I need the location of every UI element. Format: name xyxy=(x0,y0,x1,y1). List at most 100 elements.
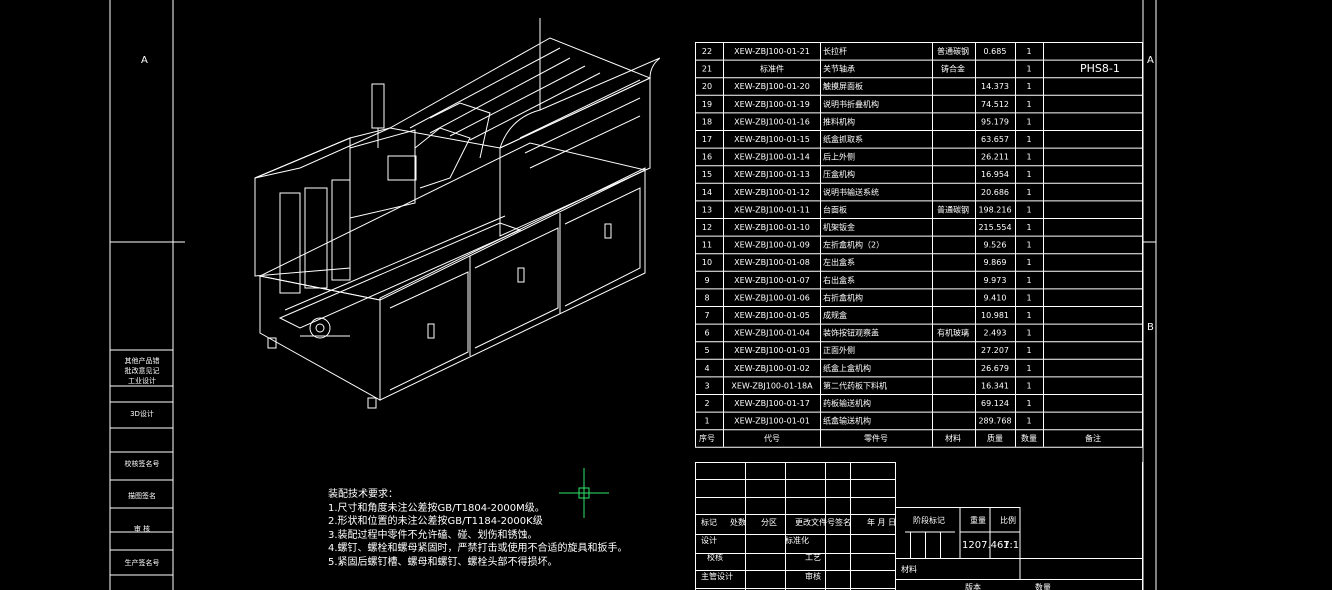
tech-requirement-item: 2.形状和位置的未注公差按GB/T1184-2000K级 xyxy=(328,516,543,527)
bom-row-qty: 1 xyxy=(1026,47,1031,56)
bom-row-mass: 69.124 xyxy=(981,399,1009,408)
bom-row-name: 药板输送机构 xyxy=(823,398,871,408)
bom-row-code: XEW-ZBJ100-01-14 xyxy=(734,153,810,162)
bom-row-qty: 1 xyxy=(1026,293,1031,302)
bom-row-name: 压盒机构 xyxy=(823,169,855,179)
bom-row-seq: 7 xyxy=(704,311,709,320)
bom-row-mass: 26.679 xyxy=(981,364,1009,373)
tech-requirement-item: 3.装配过程中零件不允许磕、碰、划伤和锈蚀。 xyxy=(328,529,538,541)
bom-row-code: XEW-ZBJ100-01-18A xyxy=(731,381,813,390)
bom-row-name: 右折盒机构 xyxy=(823,292,863,302)
bom-row-seq: 22 xyxy=(702,47,712,56)
bom-row-code: XEW-ZBJ100-01-05 xyxy=(734,311,810,320)
bom-row-name: 说明书折叠机构 xyxy=(823,99,879,109)
left-panel-item: 批改意见记 xyxy=(124,367,160,375)
title-design: 设计 xyxy=(701,535,717,545)
title-count: 处数 xyxy=(730,517,746,527)
bom-row-name: 说明书输送系统 xyxy=(823,187,879,197)
bom-row-seq: 8 xyxy=(704,293,709,302)
bom-header-material: 材料 xyxy=(945,433,961,443)
bom-row-name: 推料机构 xyxy=(823,116,855,126)
bom-row-qty: 1 xyxy=(1026,399,1031,408)
bom-row-code: XEW-ZBJ100-01-02 xyxy=(734,364,810,373)
bom-row-code: XEW-ZBJ100-01-08 xyxy=(734,258,810,267)
bom-row-name: 机架钣金 xyxy=(823,222,855,232)
title-check: 校核 xyxy=(707,552,723,562)
bom-row-seq: 16 xyxy=(702,153,712,162)
title-review: 审核 xyxy=(805,571,821,581)
bom-row-seq: 18 xyxy=(702,117,712,126)
bom-row-mass: 10.981 xyxy=(981,311,1009,320)
title-material: 材料 xyxy=(901,564,917,574)
bom-row-seq: 21 xyxy=(702,65,712,74)
bom-row-mass: 289.768 xyxy=(978,417,1011,426)
bom-row-code: XEW-ZBJ100-01-10 xyxy=(734,223,810,232)
title-standardize: 标准化 xyxy=(785,535,809,545)
left-panel-item: 描图签名 xyxy=(128,492,156,500)
left-panel-item: 其他产品错 xyxy=(124,357,160,365)
bom-row-code: XEW-ZBJ100-01-16 xyxy=(734,117,810,126)
left-panel-item: 审 核 xyxy=(133,525,151,533)
bom-row-mass: 63.657 xyxy=(981,135,1009,144)
bom-row-seq: 3 xyxy=(704,381,709,390)
bom-row-material: 铸合金 xyxy=(941,64,965,74)
bom-row-seq: 6 xyxy=(704,329,709,338)
bom-row-code: XEW-ZBJ100-01-19 xyxy=(734,100,810,109)
bom-row-name: 正面外侧 xyxy=(823,345,855,355)
tech-requirement-item: 1.尺寸和角度未注公差按GB/T1804-2000M级。 xyxy=(328,502,545,514)
bom-row-mass: 26.211 xyxy=(981,153,1009,162)
tech-requirement-item: 5.紧固后螺钉槽、螺母和螺钉、螺栓头部不得损坏。 xyxy=(328,556,558,568)
bom-header-remark: 备注 xyxy=(1085,433,1101,443)
bom-row-seq: 15 xyxy=(702,170,712,179)
bom-row-qty: 1 xyxy=(1026,100,1031,109)
bom-row-code: XEW-ZBJ100-01-20 xyxy=(734,82,810,91)
bom-row-name: 纸盒上盒机构 xyxy=(823,363,871,373)
bom-row-qty: 1 xyxy=(1026,346,1031,355)
bom-row-name: 纸盒抓取系 xyxy=(823,134,863,144)
drawing-code: PHS8-1 xyxy=(1080,62,1120,75)
bom-row-code: XEW-ZBJ100-01-21 xyxy=(734,47,810,56)
bom-row-name: 触摸屏面板 xyxy=(823,81,863,91)
bom-row-qty: 1 xyxy=(1026,276,1031,285)
bom-row-code: XEW-ZBJ100-01-03 xyxy=(734,346,810,355)
bom-row-qty: 1 xyxy=(1026,364,1031,373)
bom-row-name: 长拉杆 xyxy=(823,46,847,56)
title-stage-mark: 阶段标记 xyxy=(913,515,945,525)
title-sign: 签名 xyxy=(835,517,851,527)
bom-row-seq: 9 xyxy=(704,276,709,285)
bom-row-qty: 1 xyxy=(1026,117,1031,126)
zone-label-right-a: A xyxy=(1147,55,1154,66)
bom-row-qty: 1 xyxy=(1026,135,1031,144)
bom-header-code: 代号 xyxy=(764,433,780,443)
bom-row-qty: 1 xyxy=(1026,65,1031,74)
bom-row-mass: 0.685 xyxy=(984,47,1007,56)
machine-isometric-drawing xyxy=(254,18,660,409)
title-change-doc: 更改文件号 xyxy=(795,517,835,527)
bom-row-mass: 9.973 xyxy=(984,276,1007,285)
bom-row-seq: 1 xyxy=(704,417,709,426)
bom-row-seq: 10 xyxy=(702,258,712,267)
bom-row-mass: 95.179 xyxy=(981,117,1009,126)
bom-row-qty: 1 xyxy=(1026,329,1031,338)
title-chief: 主管设计 xyxy=(701,571,733,581)
bom-row-material: 普通碳钢 xyxy=(937,46,969,56)
bom-row-seq: 5 xyxy=(704,346,709,355)
bom-row-mass: 74.512 xyxy=(981,100,1009,109)
bom-header-mass: 质量 xyxy=(987,433,1003,443)
bom-row-mass: 14.373 xyxy=(981,82,1009,91)
bom-row-seq: 11 xyxy=(702,241,712,250)
bom-row-name: 右出盒系 xyxy=(823,275,855,285)
bom-row-code: XEW-ZBJ100-01-09 xyxy=(734,241,810,250)
tech-requirements-title: 装配技术要求： xyxy=(328,489,398,500)
left-panel-item: 工业设计 xyxy=(128,377,156,385)
bom-header-name: 零件号 xyxy=(864,433,888,443)
bom-row-code: XEW-ZBJ100-01-12 xyxy=(734,188,810,197)
bom-row-code: XEW-ZBJ100-01-06 xyxy=(734,293,810,302)
bom-row-code: XEW-ZBJ100-01-15 xyxy=(734,135,810,144)
left-panel-item: 校核签名号 xyxy=(124,460,160,468)
bom-row-mass: 215.554 xyxy=(978,223,1011,232)
bom-row-mass: 16.341 xyxy=(981,381,1009,390)
title-weight: 重量 xyxy=(970,515,986,525)
